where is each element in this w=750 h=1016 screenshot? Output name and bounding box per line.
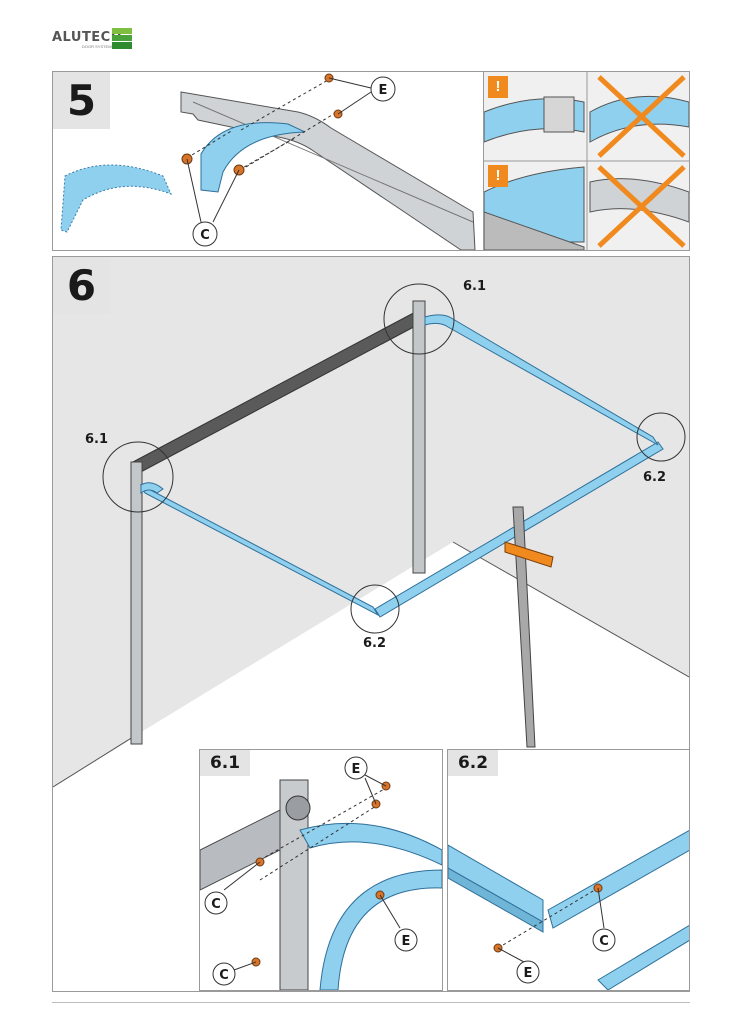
detail-62-callout-e: E	[524, 966, 533, 981]
left-wall	[53, 257, 453, 787]
detail-61-callout-c1: C	[211, 897, 221, 912]
detail-6-2-panel: 6.2 C E	[447, 749, 689, 991]
curved-track	[200, 122, 306, 193]
warning-icon-2: !	[488, 165, 508, 187]
svg-text:C: C	[200, 228, 210, 243]
label-6-2-right: 6.2	[643, 470, 666, 485]
support-prop	[512, 506, 536, 748]
label-6-2-left: 6.2	[363, 636, 386, 651]
svg-text:E: E	[379, 83, 388, 98]
detail-6-2-drawing: C E	[448, 829, 689, 990]
wrong-x-1b	[597, 75, 686, 158]
curved-track-piece	[60, 164, 172, 233]
detail-61-callout-c2: C	[219, 968, 229, 983]
warning-grid-drawings	[484, 72, 689, 250]
detail-61-callout-e: E	[352, 762, 361, 777]
detail-6-1-panel: 6.1 E C E	[199, 749, 443, 991]
detail-61-curved-track	[299, 822, 442, 866]
curve-left	[140, 482, 164, 494]
step5-number: 5	[53, 72, 110, 129]
step6-panel: 6 6.1 6.1 6.2 6.2 6.1	[52, 256, 690, 992]
step5-callout-c: C	[192, 221, 218, 247]
step5-illustration: E C	[60, 73, 476, 250]
step6-illustration: 6.1 6.1 6.2 6.2	[53, 257, 689, 788]
zoom-6-2-left	[350, 584, 400, 634]
wrong-x-2b	[597, 165, 686, 248]
zoom-6-1-right	[383, 283, 455, 355]
step5-panel: 5 E C	[52, 71, 690, 251]
warning-icon-1: !	[488, 76, 508, 98]
detail-62-callout-c: C	[599, 934, 609, 949]
detail-6-1-drawing: E C E C	[200, 756, 442, 990]
step5-callout-e: E	[370, 76, 396, 102]
brand-tagline: DOOR SYSTEMS	[82, 44, 115, 49]
detail-61-callout-e2: E	[402, 934, 411, 949]
detail-6-2-title: 6.2	[448, 750, 498, 776]
label-6-1-right: 6.1	[463, 279, 486, 294]
detail-62-track-right	[547, 829, 689, 929]
label-6-1-left: 6.1	[85, 432, 108, 447]
zoom-6-1-left	[102, 441, 174, 513]
step6-number: 6	[53, 257, 110, 314]
right-vertical-post	[412, 300, 426, 574]
warning-grid: ! !	[483, 72, 689, 250]
brand-logo-icon	[112, 28, 132, 49]
room-wall	[110, 257, 689, 677]
detail-6-1-title: 6.1	[200, 750, 250, 776]
right-horizontal-track	[424, 314, 659, 446]
clamp	[504, 541, 554, 568]
left-vertical-post	[130, 461, 143, 745]
zoom-6-2-right	[636, 412, 686, 462]
footer-rule	[52, 1002, 690, 1003]
brand-name: ALUTECH	[52, 30, 123, 45]
